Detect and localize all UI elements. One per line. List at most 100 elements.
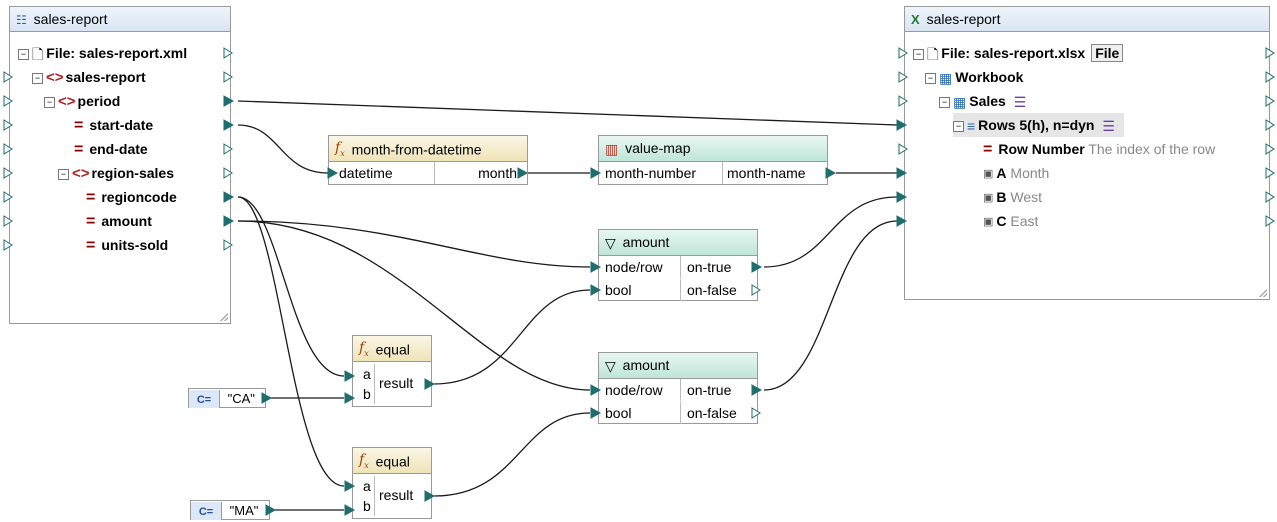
output-port[interactable] xyxy=(1265,119,1275,131)
result-output[interactable]: result xyxy=(379,487,414,503)
input-port-connected[interactable] xyxy=(344,370,356,382)
output-port[interactable] xyxy=(223,239,233,251)
tree-item-region-sales[interactable]: −<>region-sales xyxy=(58,161,174,185)
output-port[interactable] xyxy=(223,71,233,83)
collapse-icon[interactable]: − xyxy=(913,48,924,60)
source-title-bar[interactable]: ☷ sales-report xyxy=(10,7,230,32)
input-port-connected[interactable] xyxy=(590,407,602,419)
on-false-output[interactable]: on-false xyxy=(687,282,737,298)
function-title-bar[interactable]: fx month-from-datetime xyxy=(329,136,527,162)
node-row-input[interactable]: node/row xyxy=(599,256,681,278)
month-output[interactable]: month xyxy=(478,165,517,181)
tree-item-end-date[interactable]: =end-date xyxy=(74,141,148,158)
settings-icon[interactable]: ☰ xyxy=(1102,118,1115,135)
amount-filter-1[interactable]: ▽ amount node/row on-true bool on-false xyxy=(598,229,758,301)
target-title-bar[interactable]: X sales-report xyxy=(905,7,1269,32)
tree-item-units-sold[interactable]: =units-sold xyxy=(86,237,169,254)
input-port-connected[interactable] xyxy=(590,384,602,396)
settings-icon[interactable]: ☰ xyxy=(1013,94,1027,111)
tree-item-start-date[interactable]: =start-date xyxy=(74,117,154,134)
constant-value[interactable]: "MA" xyxy=(229,503,259,518)
tree-item-sales-sheet[interactable]: −▦Sales ☰ xyxy=(939,89,1029,113)
output-port[interactable] xyxy=(223,143,233,155)
value-map-component[interactable]: ▥ value-map month-number month-name xyxy=(598,135,828,185)
output-port-connected[interactable] xyxy=(223,215,235,227)
file-button[interactable]: File xyxy=(1091,44,1124,62)
output-port[interactable] xyxy=(223,47,233,59)
a-input[interactable]: a xyxy=(353,364,375,384)
input-port-connected[interactable] xyxy=(590,261,602,273)
source-component[interactable]: ☷ sales-report −🗋File: sales-report.xml … xyxy=(9,6,231,324)
input-port[interactable] xyxy=(3,191,13,203)
collapse-icon[interactable]: − xyxy=(18,48,29,60)
collapse-icon[interactable]: − xyxy=(925,72,936,84)
output-port-connected[interactable] xyxy=(265,504,277,516)
collapse-icon[interactable]: − xyxy=(953,120,964,132)
tree-item-column-b[interactable]: ▣B West xyxy=(983,185,1042,209)
output-port-connected[interactable] xyxy=(424,490,436,502)
source-file-row[interactable]: −🗋File: sales-report.xml xyxy=(18,41,187,65)
input-port-connected[interactable] xyxy=(590,284,602,296)
output-port[interactable] xyxy=(1265,95,1275,107)
input-port-connected[interactable] xyxy=(896,167,908,179)
collapse-icon[interactable]: − xyxy=(58,168,69,180)
datetime-input[interactable]: datetime xyxy=(329,162,435,184)
output-port[interactable] xyxy=(223,167,233,179)
output-port-connected[interactable] xyxy=(424,378,436,390)
input-port[interactable] xyxy=(3,143,13,155)
output-port-connected[interactable] xyxy=(751,261,763,273)
output-port[interactable] xyxy=(1265,167,1275,179)
output-port-connected[interactable] xyxy=(517,167,529,179)
value-map-title-bar[interactable]: ▥ value-map xyxy=(599,136,827,162)
tree-item-rows[interactable]: −≡Rows 5(h), n=dyn ☰ xyxy=(953,113,1124,137)
input-port[interactable] xyxy=(898,95,908,107)
collapse-icon[interactable]: − xyxy=(44,96,55,108)
tree-item-sales-report[interactable]: −<>sales-report xyxy=(32,65,146,89)
function-title-bar[interactable]: fx equal xyxy=(353,336,431,362)
input-port[interactable] xyxy=(3,95,13,107)
tree-item-amount[interactable]: =amount xyxy=(86,213,152,230)
input-port-connected[interactable] xyxy=(344,480,356,492)
resize-handle[interactable] xyxy=(220,313,228,321)
filter-title-bar[interactable]: ▽ amount xyxy=(599,230,757,256)
input-port-connected[interactable] xyxy=(344,504,356,516)
month-name-output[interactable]: month-name xyxy=(727,165,806,181)
tree-item-period[interactable]: −<>period xyxy=(44,89,120,113)
equal-function-1[interactable]: fx equal a b result xyxy=(352,335,432,407)
bool-input[interactable]: bool xyxy=(599,402,681,424)
output-port[interactable] xyxy=(1265,47,1275,59)
output-port[interactable] xyxy=(1265,215,1275,227)
result-output[interactable]: result xyxy=(379,375,414,391)
output-port[interactable] xyxy=(751,284,761,296)
input-port-connected[interactable] xyxy=(344,392,356,404)
collapse-icon[interactable]: − xyxy=(939,96,950,108)
resize-handle[interactable] xyxy=(1259,289,1267,297)
constant-value[interactable]: "CA" xyxy=(227,391,255,406)
b-input[interactable]: b xyxy=(353,496,375,516)
output-port[interactable] xyxy=(1265,71,1275,83)
output-port-connected[interactable] xyxy=(751,384,763,396)
on-true-output[interactable]: on-true xyxy=(687,259,732,275)
input-port[interactable] xyxy=(898,143,908,155)
month-number-input[interactable]: month-number xyxy=(599,162,723,184)
input-port-connected[interactable] xyxy=(327,167,339,179)
input-port-connected[interactable] xyxy=(896,119,908,131)
output-port[interactable] xyxy=(1265,143,1275,155)
output-port-connected[interactable] xyxy=(825,167,837,179)
output-port-connected[interactable] xyxy=(223,119,235,131)
output-port-connected[interactable] xyxy=(261,392,273,404)
filter-title-bar[interactable]: ▽ amount xyxy=(599,353,757,379)
on-true-output[interactable]: on-true xyxy=(687,382,732,398)
amount-filter-2[interactable]: ▽ amount node/row on-true bool on-false xyxy=(598,352,758,424)
input-port-connected[interactable] xyxy=(896,191,908,203)
tree-item-regioncode[interactable]: =regioncode xyxy=(86,189,177,206)
input-port[interactable] xyxy=(898,47,908,59)
output-port[interactable] xyxy=(1265,191,1275,203)
node-row-input[interactable]: node/row xyxy=(599,379,681,401)
b-input[interactable]: b xyxy=(353,384,375,404)
tree-item-column-c[interactable]: ▣C East xyxy=(983,209,1038,233)
on-false-output[interactable]: on-false xyxy=(687,405,737,421)
collapse-icon[interactable]: − xyxy=(32,72,43,84)
input-port-connected[interactable] xyxy=(590,167,602,179)
